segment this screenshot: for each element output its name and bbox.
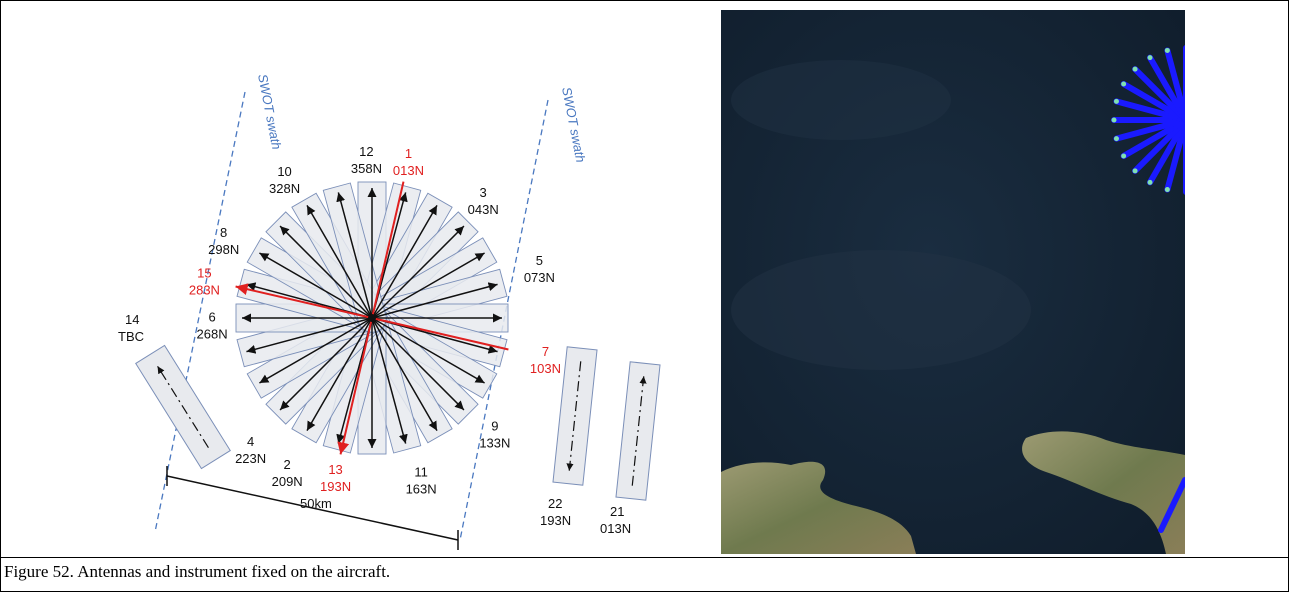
flight-rosette-overlay bbox=[1111, 45, 1185, 195]
overlay-leg bbox=[1164, 47, 1185, 123]
leg-1-number: 1 bbox=[405, 146, 412, 161]
leg-9-heading: 133N bbox=[479, 436, 510, 451]
leg-11-number: 11 bbox=[414, 465, 428, 480]
leg-3-number: 3 bbox=[480, 185, 487, 200]
leg-13-heading: 193N bbox=[320, 479, 351, 494]
scale-label: 50km bbox=[300, 496, 332, 511]
leg-track bbox=[259, 317, 373, 384]
leg-track bbox=[306, 205, 373, 319]
leg-21-heading: 013N bbox=[600, 521, 631, 536]
overlay-leg-endpoint bbox=[1147, 55, 1153, 61]
overlay-leg bbox=[1147, 54, 1185, 123]
rosette-center bbox=[368, 314, 376, 322]
overlay-leg-endpoint bbox=[1132, 66, 1138, 72]
cloud-patch bbox=[731, 60, 951, 140]
leg-track bbox=[336, 192, 373, 319]
leg-track-red-7 bbox=[371, 317, 509, 351]
leg-15-heading: 283N bbox=[189, 282, 220, 297]
overlay-leg bbox=[1113, 98, 1185, 123]
leg-8-number: 8 bbox=[220, 225, 227, 240]
overlay-leg bbox=[1147, 117, 1185, 186]
table-border-left bbox=[0, 0, 1, 592]
leg-4-number: 4 bbox=[247, 434, 254, 449]
leg-track-red-15 bbox=[235, 283, 373, 319]
leg-5-number: 5 bbox=[536, 253, 543, 268]
figure-caption: Figure 52. Antennas and instrument fixed… bbox=[4, 562, 391, 581]
overlay-leg bbox=[1132, 66, 1185, 123]
leg-7-heading: 103N bbox=[530, 361, 561, 376]
overlay-leg bbox=[1113, 117, 1185, 142]
leg-22-number: 22 bbox=[548, 496, 562, 511]
leg-14-number: 14 bbox=[125, 312, 139, 327]
overlay-leg-endpoint bbox=[1132, 168, 1138, 174]
leg-track bbox=[371, 205, 438, 319]
leg-track bbox=[371, 317, 438, 431]
leg-12-heading: 358N bbox=[351, 161, 382, 176]
overlay-leg-endpoint bbox=[1164, 47, 1170, 53]
overlay-leg-endpoint bbox=[1121, 153, 1127, 159]
leg-track-red-13 bbox=[337, 317, 373, 455]
leg-5-heading: 073N bbox=[524, 270, 555, 285]
leg-1-heading: 013N bbox=[393, 163, 424, 178]
leg-12-number: 12 bbox=[359, 144, 373, 159]
overlay-leg-endpoint bbox=[1111, 117, 1117, 123]
leg-10-number: 10 bbox=[277, 164, 291, 179]
leg-6-heading: 268N bbox=[197, 327, 228, 342]
flight-plan-diagram: SWOT swath SWOT swath 12358N1013N3043N50… bbox=[118, 73, 661, 550]
leg-14 bbox=[135, 344, 231, 470]
leg-21 bbox=[615, 361, 661, 501]
overlay-leg bbox=[1164, 117, 1185, 193]
rosette-labels: 12 358N 1 013N 3 043N 5 073N 7 103N 9 133N 11 163N 13 1… bbox=[189, 144, 561, 497]
overlay-leg bbox=[1120, 117, 1185, 159]
table-border-mid bbox=[0, 557, 1289, 558]
overlay-leg-endpoint bbox=[1147, 179, 1153, 185]
overlay-leg bbox=[1132, 117, 1185, 174]
leg-15-number: 15 bbox=[197, 265, 211, 280]
leg-9-number: 9 bbox=[491, 419, 498, 434]
leg-3-heading: 043N bbox=[468, 202, 499, 217]
overlay-leg bbox=[1120, 81, 1185, 123]
swath-label-left: SWOT swath bbox=[255, 73, 284, 151]
leg-7-number: 7 bbox=[542, 344, 549, 359]
leg-8-heading: 298N bbox=[208, 242, 239, 257]
leg-22 bbox=[552, 346, 598, 486]
leg-track bbox=[371, 317, 485, 384]
leg-4-heading: 223N bbox=[235, 451, 266, 466]
leg-10-heading: 328N bbox=[269, 181, 300, 196]
land-southeast bbox=[1022, 431, 1185, 554]
leg-6-number: 6 bbox=[208, 310, 215, 325]
leg-2-heading: 209N bbox=[272, 474, 303, 489]
table-border-top bbox=[0, 0, 1289, 1]
swath-label-right: SWOT swath bbox=[559, 86, 588, 164]
overlay-leg-endpoint bbox=[1113, 136, 1119, 142]
overlay-leg-endpoint bbox=[1164, 187, 1170, 193]
flight-track-overlay bbox=[1158, 477, 1185, 533]
leg-track bbox=[371, 252, 485, 319]
leg-11-heading: 163N bbox=[406, 482, 437, 497]
leg-track-red-1 bbox=[371, 181, 405, 319]
satellite-map-image bbox=[721, 10, 1185, 554]
leg-track bbox=[259, 252, 373, 319]
overlay-leg-endpoint bbox=[1113, 98, 1119, 104]
rosette-tracks bbox=[235, 181, 509, 455]
leg-track bbox=[371, 282, 498, 319]
land-southwest bbox=[721, 461, 916, 554]
overlay-leg-endpoint bbox=[1121, 81, 1127, 87]
leg-track bbox=[279, 225, 373, 319]
leg-14-heading: TBC bbox=[118, 329, 144, 344]
leg-track bbox=[246, 317, 373, 354]
cloud-patch bbox=[731, 250, 1031, 370]
leg-track bbox=[371, 317, 408, 444]
leg-track bbox=[371, 225, 465, 319]
leg-track bbox=[371, 317, 465, 411]
leg-track bbox=[279, 317, 373, 411]
leg-22-heading: 193N bbox=[540, 513, 571, 528]
leg-21-number: 21 bbox=[610, 504, 624, 519]
leg-13-number: 13 bbox=[328, 462, 342, 477]
leg-2-number: 2 bbox=[284, 457, 291, 472]
swath-line-left bbox=[154, 91, 246, 533]
scale-bar bbox=[166, 475, 459, 541]
leg-track bbox=[306, 317, 373, 431]
